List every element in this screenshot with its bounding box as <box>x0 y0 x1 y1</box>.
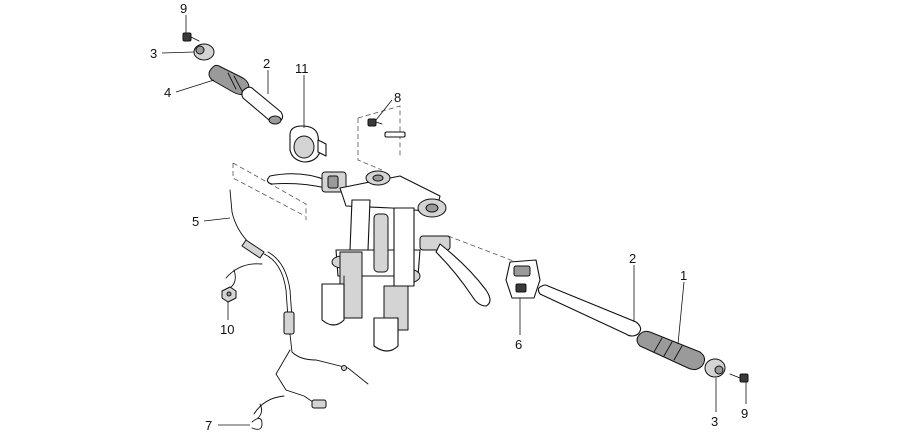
callout-2-right: 2 <box>629 251 636 266</box>
throttle-tube-right <box>537 284 642 337</box>
callout-9-top: 9 <box>180 1 187 16</box>
callout-2-top: 2 <box>263 56 270 71</box>
throttle-tube-left <box>241 86 284 125</box>
screw-bottom-right <box>729 373 749 383</box>
grip-right <box>636 330 706 371</box>
switch-housing-right <box>505 259 541 299</box>
lever-left <box>266 171 347 193</box>
grip-left <box>208 64 250 95</box>
callout-8: 8 <box>394 90 401 105</box>
screw-8 <box>367 118 383 127</box>
callout-3-top: 3 <box>150 46 157 61</box>
leader-lines <box>161 15 747 426</box>
fork-leg-right <box>373 207 415 352</box>
bar-end-weight-right <box>704 358 726 378</box>
bracket-arcs <box>225 263 285 419</box>
callout-1: 1 <box>680 268 687 283</box>
nut-10 <box>221 286 237 303</box>
throttle-cable <box>229 189 369 409</box>
callout-11: 11 <box>295 61 309 76</box>
brake-lever-right <box>419 235 491 307</box>
screw-top-left <box>182 32 200 42</box>
callout-10: 10 <box>220 322 234 337</box>
fork-leg-left <box>321 199 371 326</box>
callout-6: 6 <box>515 337 522 352</box>
clip-7 <box>251 418 263 430</box>
bolt-8 <box>384 131 406 138</box>
bar-end-weight-top-left <box>193 43 215 61</box>
throttle-housing <box>289 125 327 163</box>
callout-5: 5 <box>192 214 199 229</box>
fork-tube-center <box>373 213 389 273</box>
callout-labels: 9 3 4 2 11 8 5 10 7 6 2 1 3 9 <box>150 1 748 433</box>
callout-7: 7 <box>205 418 212 433</box>
callout-4: 4 <box>164 85 171 100</box>
callout-9-right: 9 <box>741 406 748 421</box>
callout-3-right: 3 <box>711 414 718 429</box>
